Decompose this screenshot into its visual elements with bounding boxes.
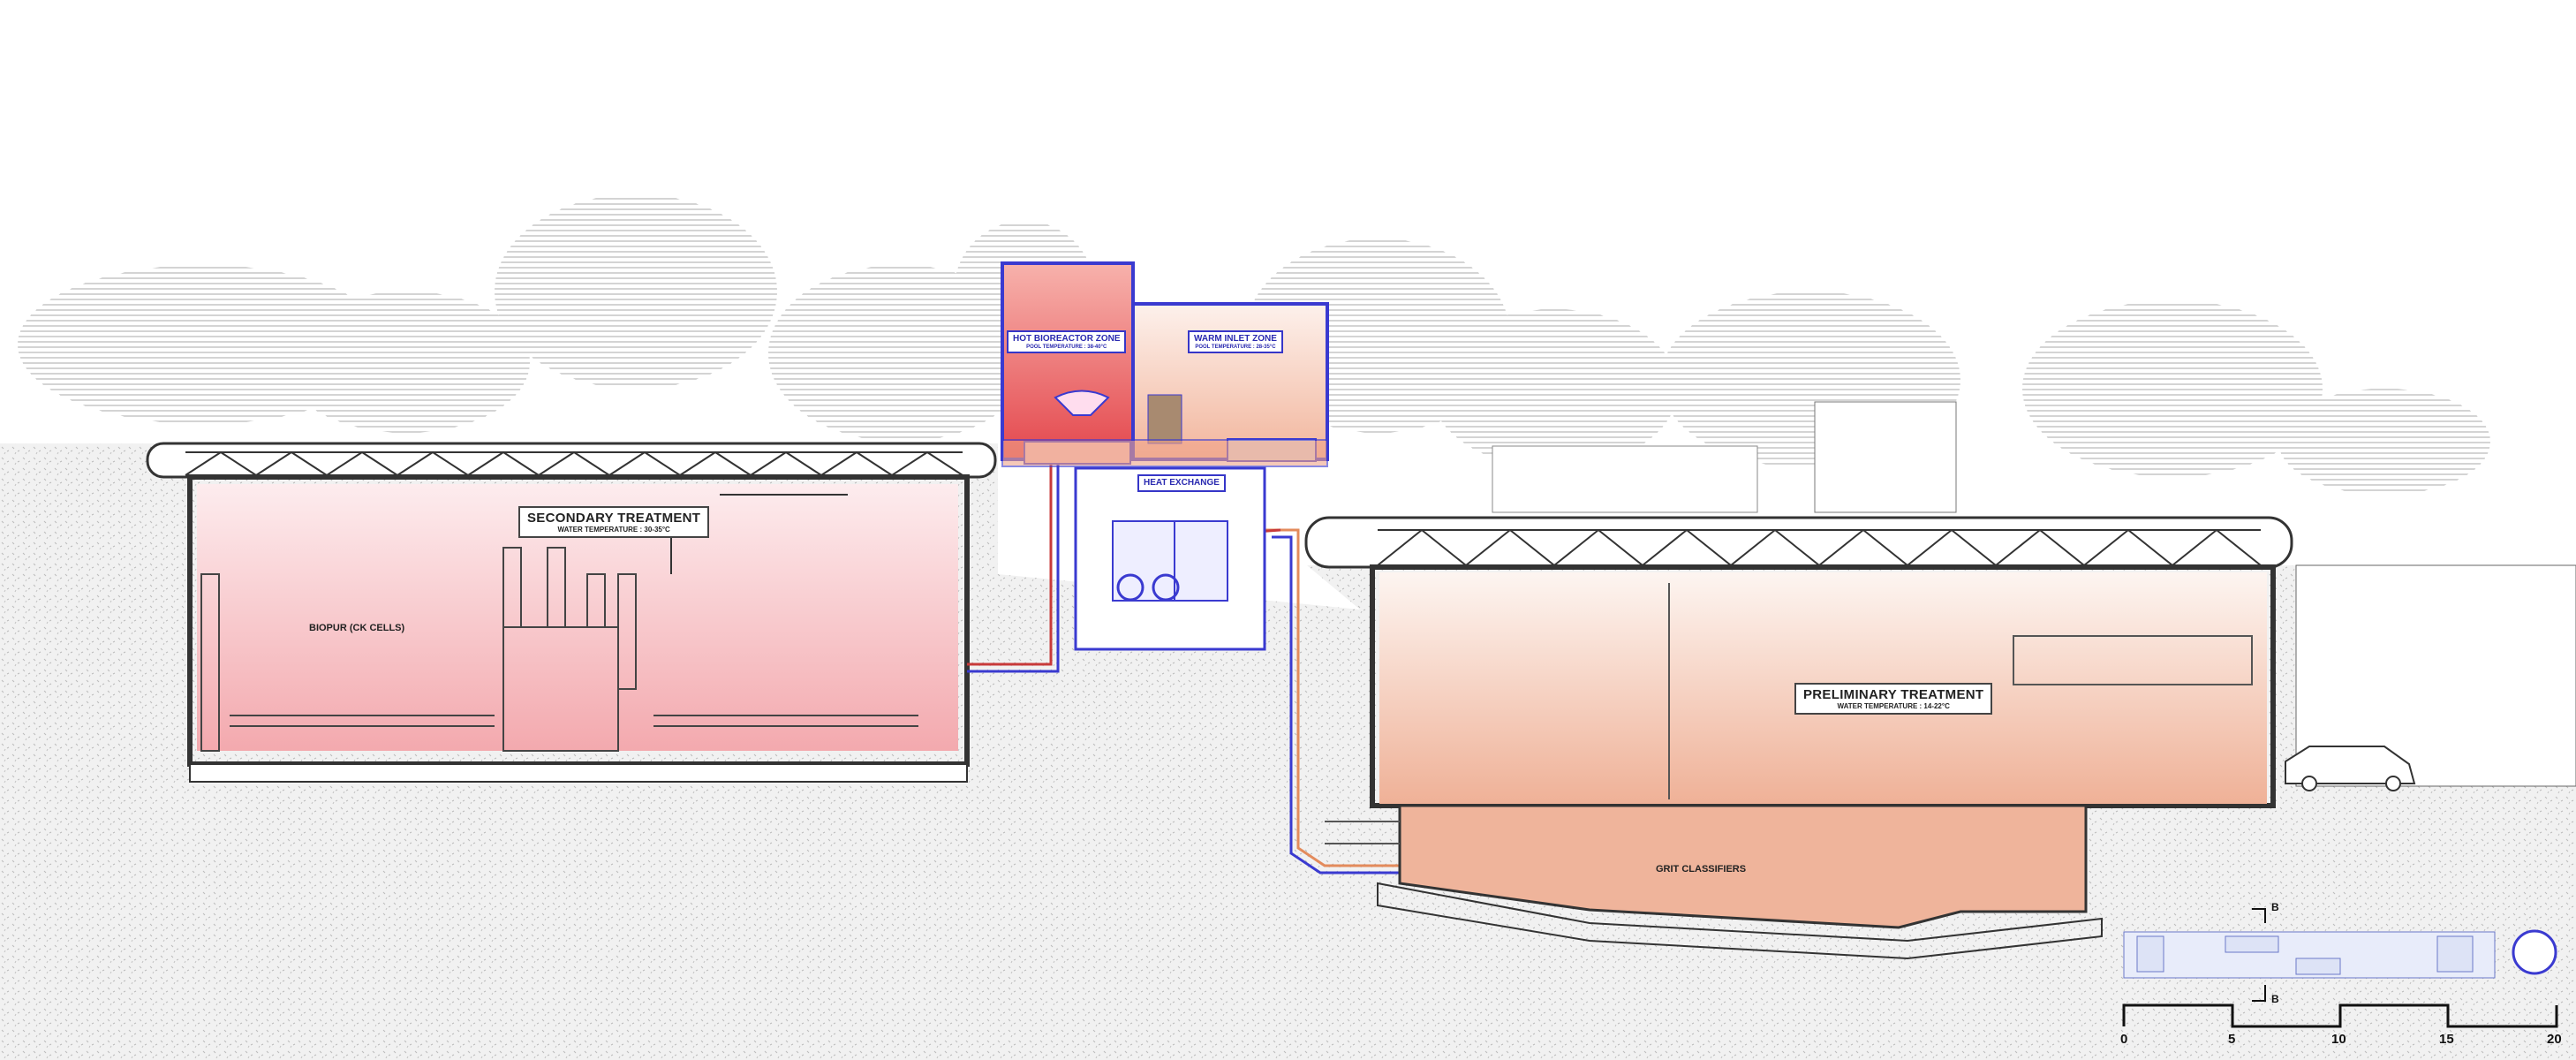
- warm-inlet-label: WARM INLET ZONE POOL TEMPERATURE : 28-35…: [1188, 330, 1283, 354]
- heat-exchange-label: HEAT EXCHANGE: [1137, 474, 1226, 492]
- background-building: [1814, 401, 1957, 513]
- biopur-label: BIOPUR (CK CELLS): [309, 623, 405, 633]
- grit-classifiers-label: GRIT CLASSIFIERS: [1656, 864, 1747, 874]
- key-plan: [2123, 929, 2557, 979]
- background-building: [1492, 445, 1758, 513]
- car-wheel: [2385, 776, 2401, 791]
- secondary-treatment-label: SECONDARY TREATMENT WATER TEMPERATURE : …: [518, 506, 710, 539]
- scale-tick-15: 15: [2439, 1032, 2454, 1047]
- preliminary-treatment-label: PRELIMINARY TREATMENT WATER TEMPERATURE …: [1794, 683, 1993, 716]
- hot-bioreactor-zone: [1001, 261, 1135, 465]
- scale-tick-5: 5: [2228, 1032, 2236, 1047]
- car: [2285, 746, 2416, 784]
- scale-tick-20: 20: [2547, 1032, 2562, 1047]
- section-marker-top: [2252, 908, 2266, 923]
- warm-inlet-zone: [1001, 302, 1329, 467]
- section-marker-label-bottom: B: [2271, 993, 2279, 1005]
- section-marker-label-top: B: [2271, 901, 2279, 913]
- car-wheel: [2301, 776, 2317, 791]
- section-marker-bottom: [2252, 985, 2266, 1002]
- scale-tick-0: 0: [2120, 1032, 2128, 1047]
- heat-exchange-room: [1074, 466, 1266, 651]
- hot-bioreactor-label: HOT BIOREACTOR ZONE POOL TEMPERATURE : 3…: [1007, 330, 1127, 354]
- background-trees: [18, 194, 2490, 495]
- scale-tick-10: 10: [2331, 1032, 2346, 1047]
- secondary-treatment-building: [146, 442, 997, 783]
- scale-bar: [2122, 1003, 2558, 1028]
